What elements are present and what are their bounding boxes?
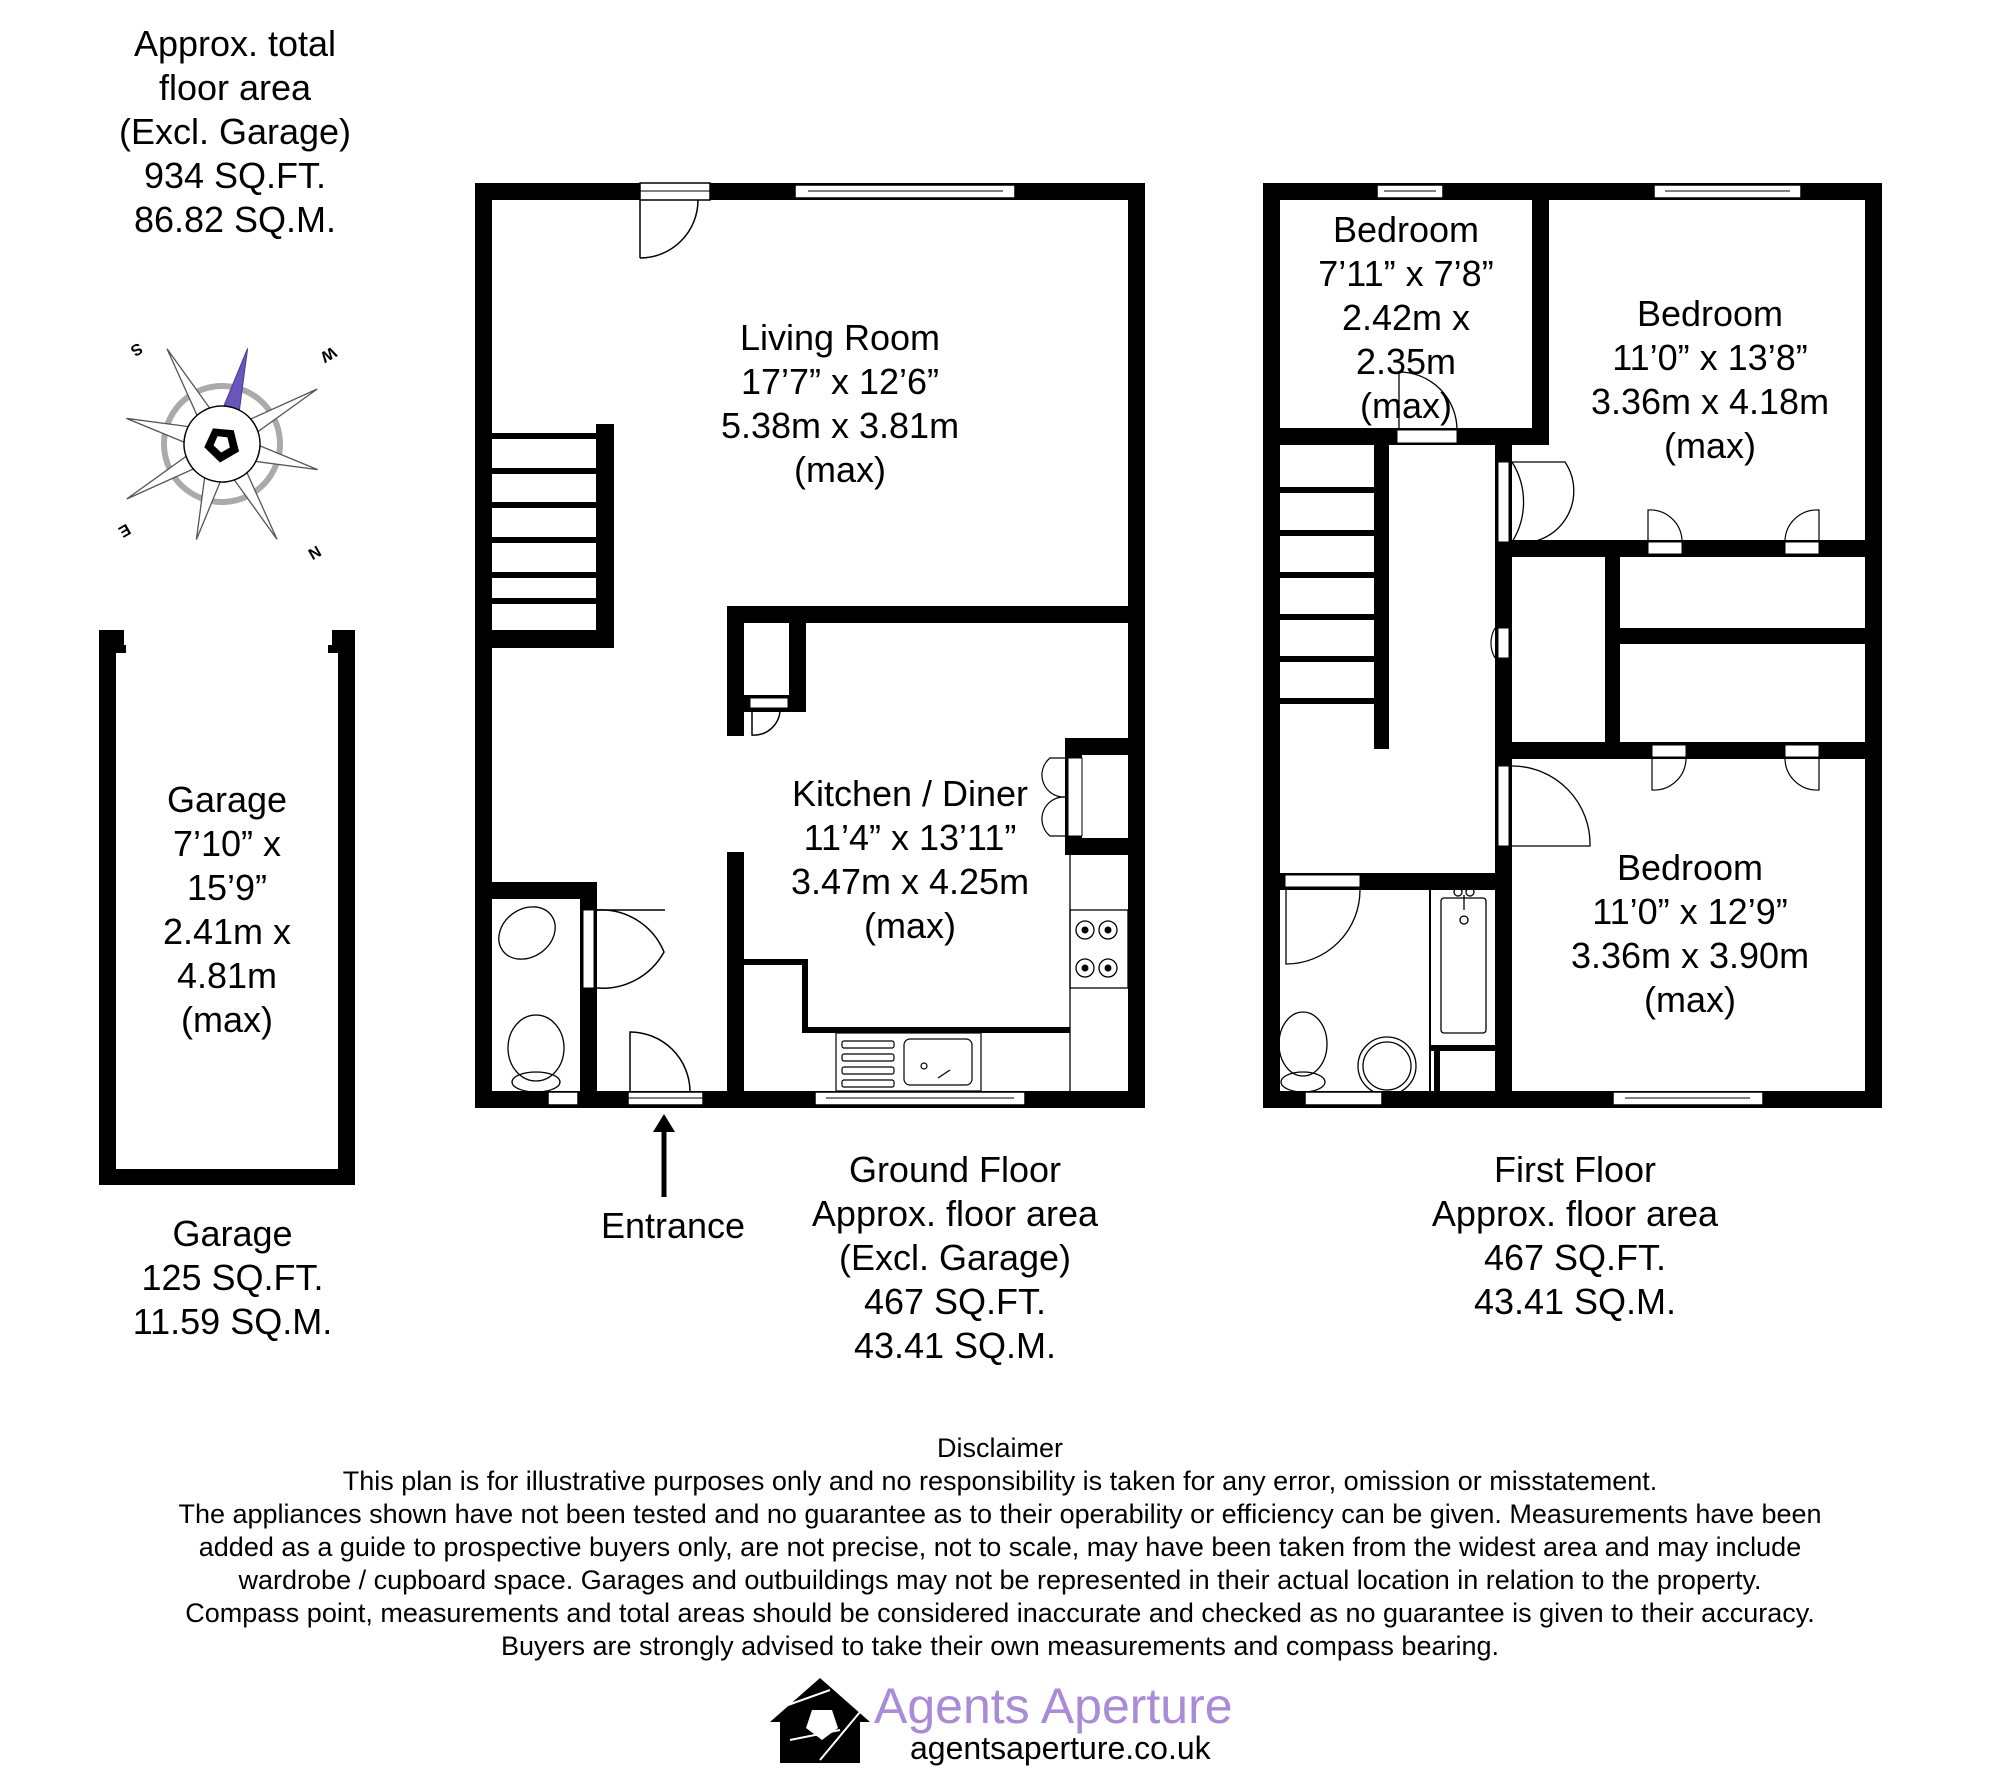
floor-area-label: Approx. floor area bbox=[1431, 1193, 1719, 1234]
disclaimer-line: added as a guide to prospective buyers o… bbox=[198, 1532, 1802, 1562]
floor-title: Ground Floor bbox=[848, 1149, 1062, 1190]
disclaimer-line: Buyers are strongly advised to take thei… bbox=[500, 1631, 1499, 1661]
room-dimension-metric: 2.41m x bbox=[162, 911, 292, 952]
room-name: Garage bbox=[166, 779, 288, 820]
total-area-line: (Excl. Garage) bbox=[118, 111, 352, 152]
room-dimension-metric: 3.36m x 4.18m bbox=[1590, 381, 1830, 422]
floor-area-sqm: 43.41 SQ.M. bbox=[1473, 1281, 1677, 1322]
room-dimension-note: (max) bbox=[1360, 385, 1452, 426]
disclaimer: Disclaimer This plan is for illustrative… bbox=[0, 1432, 2000, 1663]
room-dimension-imperial: 11’4” x 13’11” bbox=[803, 817, 1017, 858]
floor-title: First Floor bbox=[1494, 1149, 1656, 1190]
floor-area-sqm: 43.41 SQ.M. bbox=[853, 1325, 1057, 1366]
garage-area-sqm: 11.59 SQ.M. bbox=[132, 1301, 333, 1342]
room-dimension-metric: 2.42m x bbox=[1341, 297, 1471, 338]
garage-floor-area: Garage 125 SQ.FT. 11.59 SQ.M. bbox=[100, 1212, 365, 1344]
ground-floor-plan bbox=[475, 182, 1145, 1108]
entrance-arrow-icon bbox=[653, 1114, 675, 1197]
room-dimension-note: (max) bbox=[181, 999, 273, 1040]
brand-url-link[interactable]: agentsaperture.co.uk bbox=[910, 1730, 1211, 1766]
room-name: Bedroom bbox=[1332, 209, 1480, 250]
room-dimension-imperial: 17’7” x 12’6” bbox=[740, 361, 940, 402]
entrance-label: Entrance bbox=[583, 1204, 763, 1248]
disclaimer-title: Disclaimer bbox=[936, 1433, 1063, 1463]
room-label-bedroom-small: Bedroom 7’11” x 7’8” 2.42m x 2.35m (max) bbox=[1282, 208, 1530, 428]
garage-area-title: Garage bbox=[172, 1213, 293, 1254]
room-label-garage: Garage 7’10” x 15’9” 2.41m x 4.81m (max) bbox=[116, 778, 338, 1042]
room-dimension-imperial: 11’0” x 13’8” bbox=[1612, 337, 1808, 378]
compass-label-n: N bbox=[305, 542, 324, 563]
disclaimer-line: This plan is for illustrative purposes o… bbox=[342, 1466, 1658, 1496]
total-floor-area: Approx. total floor area (Excl. Garage) … bbox=[90, 22, 380, 242]
total-area-line: floor area bbox=[158, 67, 312, 108]
compass-label-s: S bbox=[127, 339, 145, 359]
ground-floor-area: Ground Floor Approx. floor area (Excl. G… bbox=[790, 1148, 1120, 1368]
floor-area-label: Approx. floor area bbox=[811, 1193, 1099, 1234]
disclaimer-line: wardrobe / cupboard space. Garages and o… bbox=[238, 1565, 1762, 1595]
room-name: Bedroom bbox=[1616, 847, 1764, 888]
floor-area-sqft: 467 SQ.FT. bbox=[863, 1281, 1047, 1322]
room-dimension-imperial: 7’10” x bbox=[172, 823, 282, 864]
entrance-text: Entrance bbox=[600, 1205, 746, 1246]
room-dimension-metric: 5.38m x 3.81m bbox=[720, 405, 960, 446]
room-label-bedroom-front: Bedroom 11’0” x 12’9” 3.36m x 3.90m (max… bbox=[1540, 846, 1840, 1022]
room-dimension-imperial: 11’0” x 12’9” bbox=[1592, 891, 1788, 932]
garage-plan bbox=[99, 630, 355, 1185]
room-label-living-room: Living Room 17’7” x 12’6” 5.38m x 3.81m … bbox=[680, 316, 1000, 492]
disclaimer-line: The appliances shown have not been teste… bbox=[178, 1499, 1822, 1529]
compass-label-w: W bbox=[317, 343, 339, 366]
floor-area-note: (Excl. Garage) bbox=[838, 1237, 1072, 1278]
total-area-sqm: 86.82 SQ.M. bbox=[133, 199, 337, 240]
room-name: Living Room bbox=[739, 317, 941, 358]
room-dimension-metric: 3.36m x 3.90m bbox=[1570, 935, 1810, 976]
room-dimension-note: (max) bbox=[1664, 425, 1756, 466]
room-label-kitchen-diner: Kitchen / Diner 11’4” x 13’11” 3.47m x 4… bbox=[760, 772, 1060, 948]
room-name: Kitchen / Diner bbox=[791, 773, 1029, 814]
room-dimension-metric: 4.81m bbox=[176, 955, 278, 996]
room-dimension-note: (max) bbox=[794, 449, 886, 490]
compass-rose-icon bbox=[126, 348, 318, 540]
room-dimension-note: (max) bbox=[1644, 979, 1736, 1020]
compass-label-e: E bbox=[115, 520, 133, 540]
room-dimension-note: (max) bbox=[864, 905, 956, 946]
first-floor-plan bbox=[1263, 183, 1882, 1108]
total-area-sqft: 934 SQ.FT. bbox=[143, 155, 327, 196]
house-aperture-logo-icon bbox=[770, 1678, 870, 1763]
first-floor-area: First Floor Approx. floor area 467 SQ.FT… bbox=[1410, 1148, 1740, 1324]
garage-area-sqft: 125 SQ.FT. bbox=[141, 1257, 324, 1298]
room-name: Bedroom bbox=[1636, 293, 1784, 334]
room-label-bedroom-rear: Bedroom 11’0” x 13’8” 3.36m x 4.18m (max… bbox=[1560, 292, 1860, 468]
total-area-line: Approx. total bbox=[133, 23, 337, 64]
brand-name: Agents Aperture bbox=[874, 1678, 1233, 1734]
disclaimer-line: Compass point, measurements and total ar… bbox=[185, 1598, 1815, 1628]
floor-area-sqft: 467 SQ.FT. bbox=[1483, 1237, 1667, 1278]
room-dimension-imperial: 7’11” x 7’8” bbox=[1318, 253, 1494, 294]
room-dimension-imperial: 15’9” bbox=[186, 867, 268, 908]
room-dimension-metric: 3.47m x 4.25m bbox=[790, 861, 1030, 902]
room-dimension-metric: 2.35m bbox=[1355, 341, 1457, 382]
